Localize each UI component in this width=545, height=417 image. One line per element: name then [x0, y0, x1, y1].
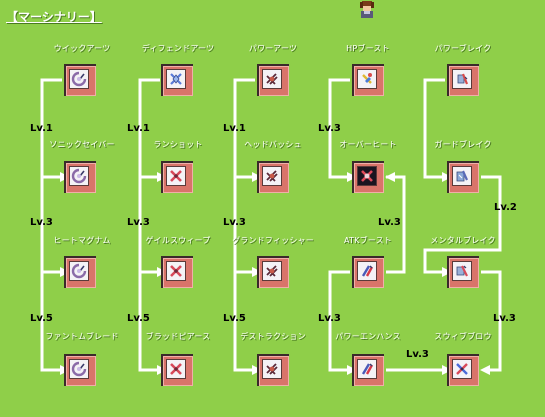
skill-name-ground-fisher: グランドフィッシャー — [232, 236, 314, 245]
skill-name-blood-pierce: ブラッドピアース — [145, 332, 211, 341]
skill-node-ground-fisher[interactable] — [257, 256, 289, 288]
claw-icon — [266, 363, 278, 375]
broken-sword-icon — [457, 73, 469, 85]
level-label: Lv.1 — [223, 123, 246, 134]
level-label: Lv.5 — [127, 313, 150, 324]
burst-icon — [361, 170, 373, 182]
skill-node-defend-arts[interactable] — [161, 64, 193, 96]
level-label: Lv.3 — [406, 349, 429, 360]
swirl-icon — [71, 71, 87, 87]
skill-name-atk-boost: ATKブースト — [344, 236, 392, 245]
sword-up-icon — [361, 363, 374, 375]
skill-node-power-arts[interactable] — [257, 64, 289, 96]
potion-icon — [362, 73, 372, 84]
level-label: Lv.3 — [318, 313, 341, 324]
level-label: Lv.1 — [127, 123, 150, 134]
skill-node-destruction[interactable] — [257, 354, 289, 386]
skill-node-sonic-saber[interactable] — [64, 161, 96, 193]
skill-name-gale-sweep: ゲイルスウィープ — [145, 236, 211, 245]
skill-name-power-break: パワーブレイク — [434, 44, 492, 53]
crossed-swords-icon — [456, 363, 468, 375]
skill-name-heat-magnum: ヒートマグナム — [53, 236, 111, 245]
skill-node-atk-boost[interactable] — [352, 256, 384, 288]
level-label: Lv.3 — [127, 217, 150, 228]
broken-mind-icon — [456, 265, 468, 277]
skill-name-guard-break: ガードブレイク — [434, 140, 492, 149]
level-label: Lv.3 — [223, 217, 246, 228]
shield-icon — [170, 73, 182, 85]
skill-name-sonic-saber: ソニックセイバー — [49, 140, 115, 149]
cross-icon — [170, 363, 182, 375]
level-label: Lv.3 — [378, 217, 401, 228]
swirl-icon — [71, 263, 87, 279]
level-label: Lv.2 — [494, 202, 517, 213]
level-label: Lv.1 — [30, 123, 53, 134]
skill-node-heat-magnum[interactable] — [64, 256, 96, 288]
skill-node-mental-break[interactable] — [447, 256, 479, 288]
skill-node-gale-sweep[interactable] — [161, 256, 193, 288]
skill-node-guard-break[interactable] — [447, 161, 479, 193]
page-title: 【マーシナリー】 — [6, 10, 102, 24]
claw-icon — [266, 265, 278, 277]
skill-node-hp-boost[interactable] — [352, 64, 384, 96]
skill-node-sway-blow[interactable] — [447, 354, 479, 386]
skill-node-phantom-blade[interactable] — [64, 354, 96, 386]
skill-name-over-heat: オーバーヒート — [339, 140, 397, 149]
skill-name-power-enhance: パワーエンハンス — [335, 332, 401, 341]
sword-up-icon — [361, 265, 374, 277]
skill-name-hp-boost: HPブースト — [346, 44, 390, 53]
claw-icon — [266, 73, 278, 85]
level-label: Lv.3 — [318, 123, 341, 134]
claw-icon — [266, 170, 278, 182]
skill-name-quick-arts: ウイックアーツ — [53, 44, 111, 53]
swirl-icon — [71, 168, 87, 184]
skill-node-over-heat[interactable] — [352, 161, 384, 193]
skill-node-blood-pierce[interactable] — [161, 354, 193, 386]
skill-node-ran-shot[interactable] — [161, 161, 193, 193]
broken-shield-icon — [456, 170, 469, 182]
skill-node-power-break[interactable] — [447, 64, 479, 96]
skill-node-head-bash[interactable] — [257, 161, 289, 193]
skill-name-defend-arts: ディフェンドアーツ — [141, 44, 215, 53]
skill-name-ran-shot: ランショット — [153, 140, 203, 149]
level-label: Lv.3 — [30, 217, 53, 228]
skill-name-mental-break: メンタルブレイク — [430, 236, 496, 245]
skill-node-power-enhance[interactable] — [352, 354, 384, 386]
cross-icon — [170, 265, 182, 277]
level-label: Lv.5 — [30, 313, 53, 324]
skill-name-phantom-blade: ファントムブレード — [45, 332, 119, 341]
level-label: Lv.3 — [493, 313, 516, 324]
level-label: Lv.5 — [223, 313, 246, 324]
skill-name-power-arts: パワーアーツ — [248, 44, 298, 53]
skill-name-sway-blow: スウィブブロウ — [434, 332, 492, 341]
cross-icon — [170, 170, 182, 182]
skill-node-quick-arts[interactable] — [64, 64, 96, 96]
skill-name-head-bash: ヘッドバッシュ — [244, 140, 302, 149]
swirl-icon — [71, 361, 87, 377]
skill-name-destruction: デストラクション — [240, 332, 306, 341]
character-sprite — [360, 1, 374, 18]
